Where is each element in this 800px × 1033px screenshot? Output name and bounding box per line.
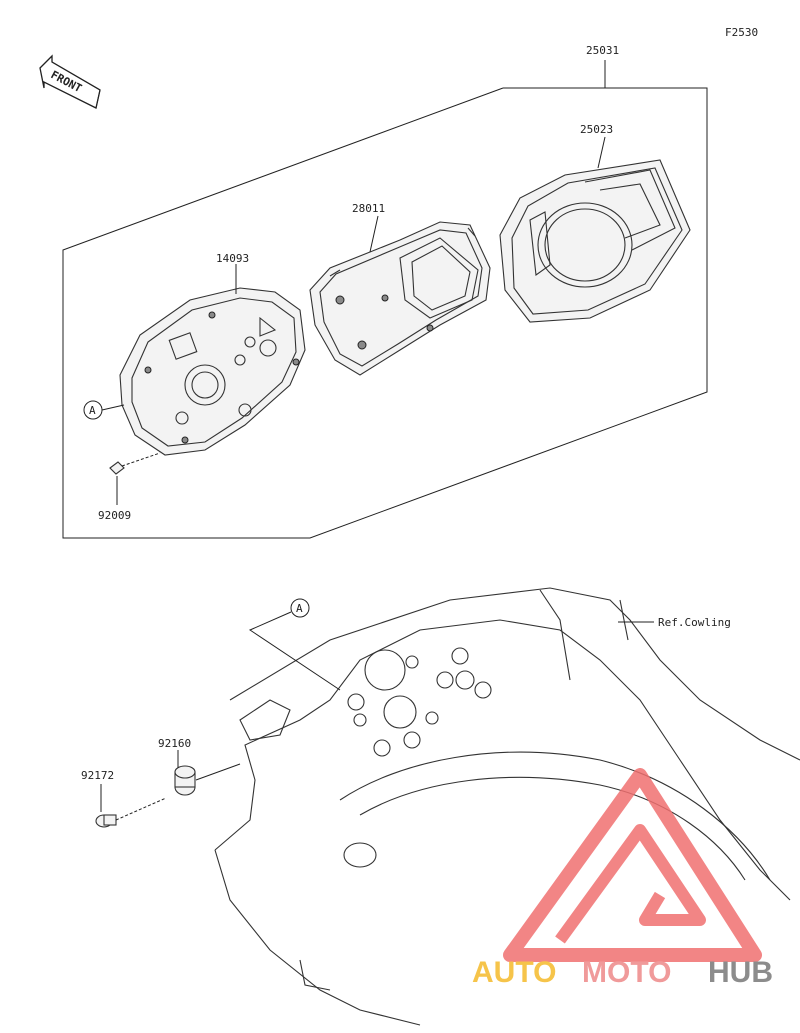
watermark-auto: AUTO [472, 956, 556, 989]
part-number-25023: 25023 [580, 123, 613, 136]
watermark-moto: MOTO [582, 956, 671, 989]
reference-cowling-label: Ref.Cowling [658, 616, 731, 629]
part-number-28011: 28011 [352, 202, 385, 215]
lower-case [119, 287, 306, 456]
front-arrow-icon: FRONT [39, 54, 101, 109]
leader-28011 [369, 215, 379, 253]
grommet-92160 [174, 763, 241, 796]
part-number-14093: 14093 [216, 252, 249, 265]
reference-mark-text-lower: A [296, 602, 303, 615]
part-number-92009: 92009 [98, 509, 131, 522]
assembly-outline [62, 87, 708, 539]
part-number-92160: 92160 [158, 737, 191, 750]
meter-case [309, 221, 491, 376]
cowling [214, 587, 800, 1026]
bolt-92172 [95, 797, 167, 828]
part-number-92172: 92172 [81, 769, 114, 782]
diagram-code: F2530 [725, 26, 758, 39]
leader-25023 [597, 136, 606, 169]
reference-marker-a-upper: A [83, 400, 125, 420]
watermark-logo [503, 768, 762, 962]
meter-cover [499, 159, 691, 323]
watermark-hub: HUB [708, 956, 773, 989]
watermark-text: AUTO MOTO HUB [472, 956, 773, 989]
screw-92009 [109, 452, 161, 475]
reference-mark-text: A [89, 404, 96, 417]
part-number-25031: 25031 [586, 44, 619, 57]
reference-marker-a-lower: A [248, 598, 341, 691]
